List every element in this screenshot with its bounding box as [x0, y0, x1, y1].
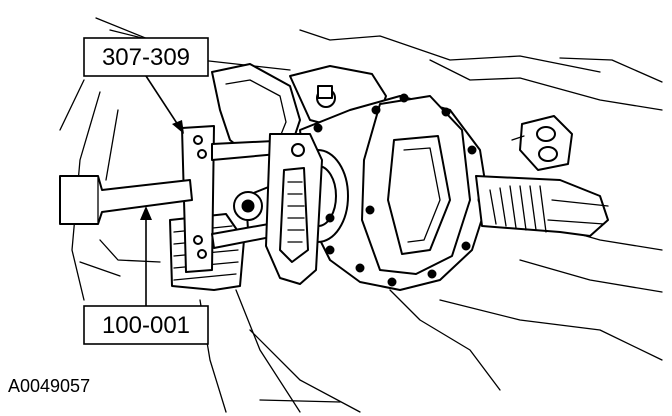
callout-box-bottom	[83, 305, 209, 345]
figure-id: A0049057	[8, 376, 90, 396]
leader-line-top	[145, 75, 181, 129]
axle-tube-right	[475, 175, 609, 237]
callout-label-bottom: 100-001	[102, 312, 190, 339]
differential-housing	[299, 93, 489, 291]
breaker-bar-tool	[59, 175, 193, 225]
arrowhead-top	[172, 120, 184, 134]
holding-fixture-tool	[181, 125, 323, 285]
callout-100-001: 100-001	[83, 206, 209, 345]
arrowhead-bottom	[140, 206, 152, 220]
callout-label-top: 307-309	[102, 44, 190, 71]
callout-307-309: 307-309	[83, 37, 209, 134]
right-mount	[511, 115, 573, 171]
